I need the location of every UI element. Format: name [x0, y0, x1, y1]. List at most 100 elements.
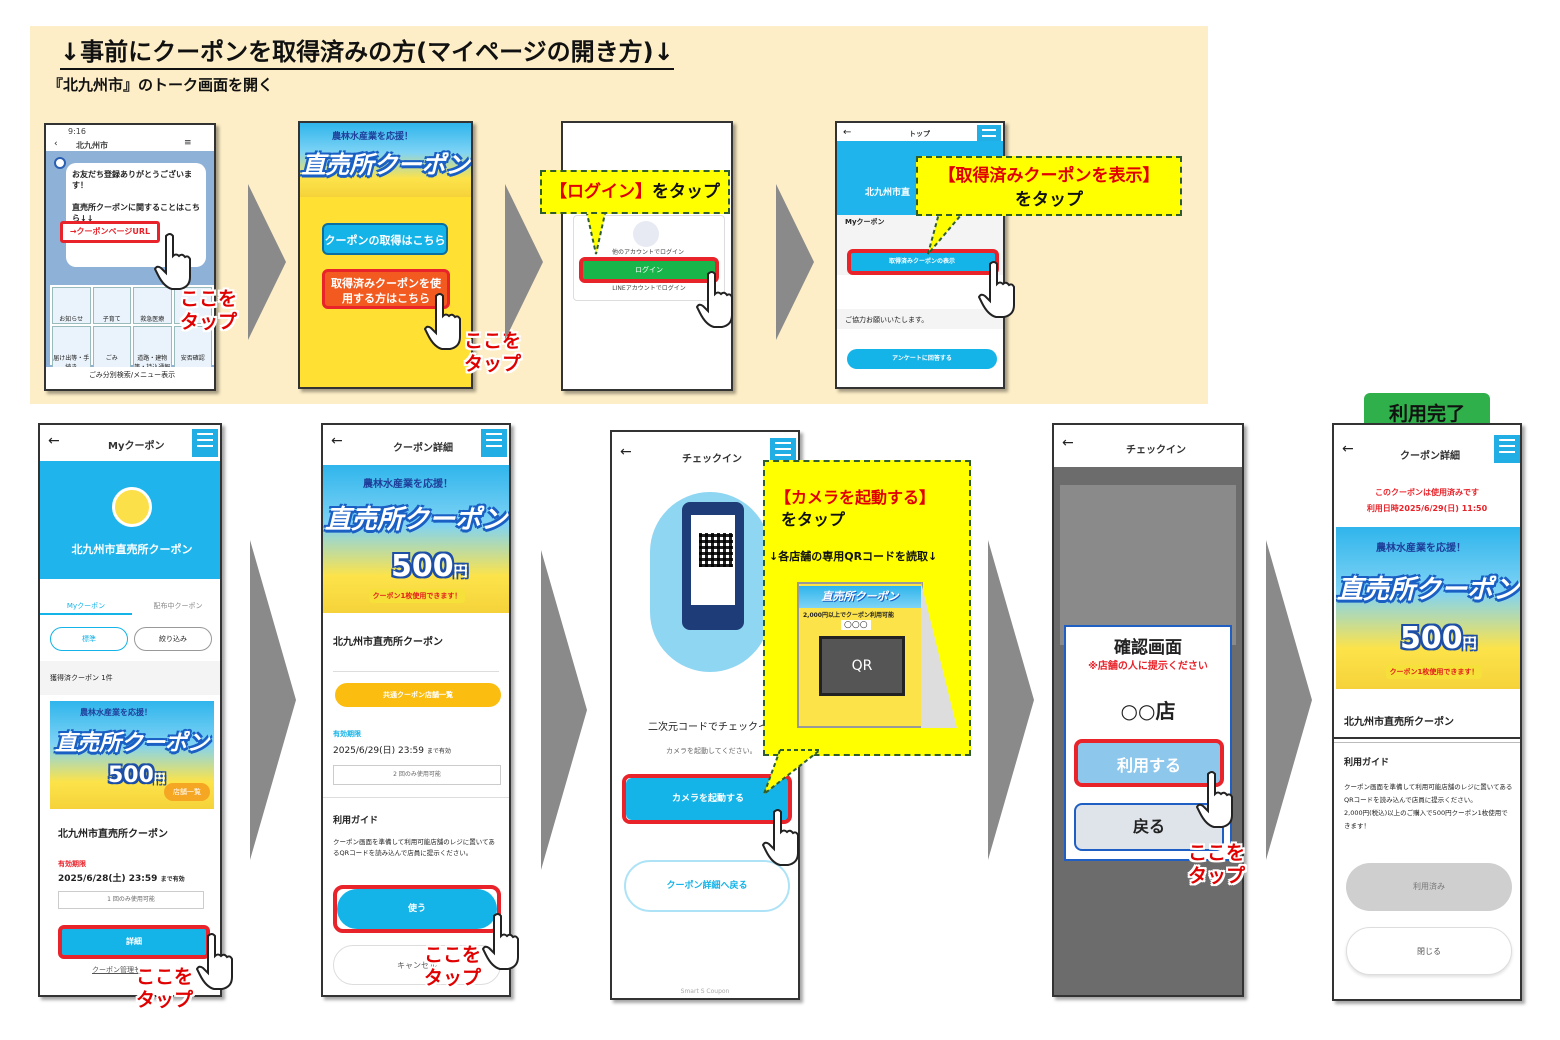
rich-menu-item-blank[interactable]	[173, 287, 212, 324]
detail-button[interactable]: 詳細	[62, 929, 206, 955]
use-button[interactable]: 使う	[337, 889, 497, 929]
login-button[interactable]: ログイン	[583, 261, 715, 279]
shop-list-button[interactable]: 店舗一覧	[164, 783, 210, 801]
banner-tagline: 農林水産業を応援！	[1376, 543, 1466, 554]
smartphone-icon	[682, 502, 744, 630]
rich-menu-item-medical[interactable]: 救急医療	[133, 287, 172, 324]
get-coupon-button[interactable]: クーポンの取得はこちら	[322, 223, 448, 255]
hamburger-menu-icon[interactable]	[481, 429, 507, 457]
banner-price: 500円	[391, 549, 468, 584]
valid-period: 2025/6/29(日) 23:59 まで有効	[333, 743, 451, 756]
banner-title: 直売所クーポン	[301, 151, 470, 179]
rich-menu-item-procedures[interactable]: 届け出等・手続き	[52, 326, 91, 372]
coupon-manage-link[interactable]: クーポン管理も	[92, 966, 141, 974]
hamburger-menu-icon[interactable]	[977, 125, 1001, 141]
valid-suffix: まで有効	[426, 748, 451, 755]
back-arrow-icon[interactable]: ←	[1342, 441, 1354, 457]
phone-coupon-used: ← クーポン詳細 このクーポンは使用済みです 利用日時2025/6/29(日) …	[1332, 423, 1522, 1001]
back-icon[interactable]: ‹	[54, 139, 58, 149]
rich-menu-item-garbage[interactable]: ごみ	[92, 326, 131, 372]
nav-title: チェックイン	[682, 454, 742, 465]
valid-label: 有効期限	[58, 860, 86, 868]
close-button[interactable]: 閉じる	[1346, 927, 1512, 975]
coupon-logo	[112, 487, 152, 527]
use-limit: 1 回のみ使用可能	[58, 891, 204, 909]
banner-price: 500円	[1400, 621, 1477, 656]
confirm-title: 確認画面	[1114, 638, 1182, 658]
banner-tagline: 農林水産業を応援！	[80, 708, 152, 717]
tap-hint-line1: ここを	[424, 944, 482, 966]
login-alt-text: LINEアカウントでログイン	[612, 285, 686, 292]
use-confirm-button[interactable]: 利用する	[1074, 739, 1224, 787]
use-highlight	[333, 885, 501, 933]
tap-hint-line2: タップ	[424, 967, 482, 989]
price-unit: 円	[153, 772, 165, 785]
rich-menu: お知らせ 子育て 救急医療 届け出等・手続き ごみ 道路・建物等・持込通報 安否…	[50, 285, 214, 372]
back-arrow-icon[interactable]: ←	[843, 127, 852, 138]
show-acquired-coupons-button[interactable]: 取得済みクーポンの表示	[849, 253, 995, 271]
use-acquired-coupon-button[interactable]: 取得済みクーポンを使用する方はこちら	[322, 269, 450, 309]
flow-arrow	[248, 184, 286, 340]
nav-title: チェックイン	[1126, 445, 1186, 456]
callout-camera-key: 【カメラを起動する】	[775, 488, 936, 507]
sort-button[interactable]: 標準	[50, 627, 128, 651]
start-camera-button[interactable]: カメラを起動する	[626, 778, 790, 820]
callout-show-coupons: 【取得済みクーポンを表示】をタップ	[916, 156, 1182, 216]
used-button: 利用済み	[1346, 863, 1512, 911]
stand-qr-code: QR	[819, 636, 905, 696]
callout-login: 【ログイン】をタップ	[540, 170, 730, 214]
menu-icon[interactable]: ≡	[184, 138, 192, 148]
nav-bar	[1054, 425, 1242, 467]
checkin-heading: 二次元コードでチェックイン	[648, 722, 778, 733]
used-time: 利用日時2025/6/29(日) 11:50	[1366, 504, 1488, 513]
phone-login: 他のアカウントでログイン ログイン LINEアカウントでログイン	[561, 121, 733, 391]
user-avatar-icon	[633, 221, 659, 247]
hand-pointer-icon	[696, 271, 733, 328]
cooperation-note: ご協力お願いいたします。	[845, 316, 929, 324]
hamburger-menu-icon[interactable]	[1494, 435, 1520, 463]
back-to-detail-label: クーポン詳細へ戻る	[666, 881, 748, 891]
rich-menu-item-roads[interactable]: 道路・建物等・持込通報	[133, 326, 172, 372]
rich-menu-item-news[interactable]: お知らせ	[52, 287, 91, 324]
stand-side	[921, 582, 957, 728]
survey-button[interactable]: アンケートに回答する	[847, 349, 997, 369]
price-value: 500	[1400, 621, 1463, 656]
coupon-page-link[interactable]: →クーポンページURL	[60, 221, 160, 243]
header-title: 北九州市直売所クーポン	[71, 543, 193, 556]
callout-show-action: をタップ	[1015, 190, 1083, 210]
wave-divider	[1334, 737, 1520, 743]
hamburger-menu-icon[interactable]	[192, 429, 218, 457]
price-value: 500	[108, 763, 154, 788]
valid-period: 2025/6/28(土) 23:59 まで有効	[58, 871, 185, 884]
tab-distributed-coupon[interactable]: 配布中クーポン	[153, 602, 203, 610]
price-unit: 円	[453, 564, 468, 580]
tab-my-coupon[interactable]: Myクーポン	[40, 579, 132, 615]
phone-confirmation: ← チェックイン 確認画面 ※店舗の人に提示ください ○○店 利用する 戻る	[1052, 423, 1244, 997]
back-arrow-icon[interactable]: ←	[1062, 435, 1074, 451]
callout-camera-action: をタップ	[781, 510, 846, 529]
rich-menu-item-childcare[interactable]: 子育て	[92, 287, 131, 324]
callout-login-action: をタップ	[652, 182, 720, 202]
back-to-detail-button[interactable]: クーポン詳細へ戻る	[624, 860, 790, 912]
status-bar: 9:16 ‹ 北九州市 ≡	[46, 125, 214, 151]
hand-pointer-icon	[424, 293, 461, 350]
coupon-card-banner[interactable]: 農林水産業を応援！ 直売所クーポン 500円 店舗一覧	[50, 701, 214, 809]
shared-shop-list-button[interactable]: 共通クーポン店舗一覧	[335, 683, 501, 707]
acquired-count: 獲得済クーポン 1件	[50, 674, 113, 682]
back-arrow-icon[interactable]: ←	[331, 433, 343, 449]
menu-footer[interactable]: ごみ分別検索/メニュー表示	[46, 367, 214, 389]
hand-pointer-icon	[978, 261, 1015, 318]
stand-condition: 2,000円以上でクーポン利用可能	[803, 612, 894, 619]
nav-title: クーポン詳細	[393, 443, 453, 454]
back-arrow-icon[interactable]: ←	[620, 444, 632, 460]
flow-arrow	[250, 540, 296, 860]
rich-menu-item-safety[interactable]: 安否確認	[173, 326, 212, 372]
banner-price: 500円	[108, 763, 165, 788]
guide-title: 利用ガイド	[333, 816, 379, 826]
back-arrow-icon[interactable]: ←	[48, 433, 60, 449]
coupon-name: 北九州市直売所クーポン	[1344, 717, 1454, 728]
hand-pointer-icon	[762, 809, 799, 866]
phone-coupon-portal: 農林水産業を応援！ 直売所クーポン クーポンの取得はこちら 取得済みクーポンを使…	[298, 121, 473, 389]
filter-button[interactable]: 絞り込み	[134, 627, 212, 651]
tap-hint-6: ここをタップ	[424, 944, 481, 990]
